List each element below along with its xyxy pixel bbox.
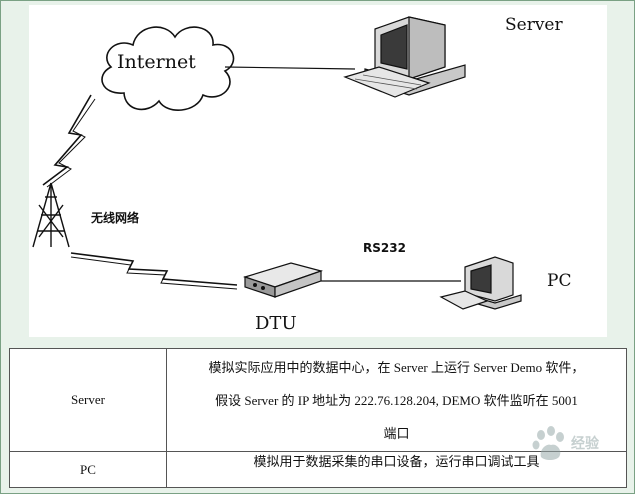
- antenna-tower-icon: [32, 182, 70, 248]
- internet-label: Internet: [117, 51, 196, 73]
- description-line: 模拟用于数据采集的串口设备，运行串口调试工具: [253, 454, 540, 469]
- pc-computer-icon: [439, 256, 522, 310]
- dtu-modem-icon: [243, 262, 324, 298]
- diagram-drawing: [32, 16, 522, 310]
- row-name-pc: PC: [9, 451, 167, 488]
- internet-server-link: [224, 66, 356, 70]
- rs232-label: RS232: [363, 241, 406, 255]
- pc-label: PC: [547, 271, 572, 291]
- row-name-server: Server: [9, 348, 167, 452]
- server-label: Server: [505, 15, 563, 35]
- network-diagram: Internet Server 无线网络 RS232 PC DTU: [29, 5, 607, 337]
- dtu-label: DTU: [255, 313, 297, 334]
- cloud-icon: [101, 26, 235, 111]
- lightning-link-icon: [70, 252, 238, 286]
- wireless-network-label: 无线网络: [91, 211, 140, 225]
- lightning-link-icon: [42, 94, 92, 186]
- watermark-text: 经验: [571, 436, 599, 452]
- paw-logo-icon: [532, 426, 564, 460]
- description-line: 模拟实际应用中的数据中心，在 Server 上运行 Server Demo 软件…: [208, 359, 585, 375]
- description-line: 端口: [383, 425, 410, 441]
- server-computer-icon: [343, 16, 466, 98]
- device-description-table: Server 模拟实际应用中的数据中心，在 Server 上运行 Server …: [9, 348, 627, 488]
- description-line: 假设 Server 的 IP 地址为 222.76.128.204, DEMO …: [215, 392, 578, 408]
- baidu-watermark: 经验: [529, 423, 629, 463]
